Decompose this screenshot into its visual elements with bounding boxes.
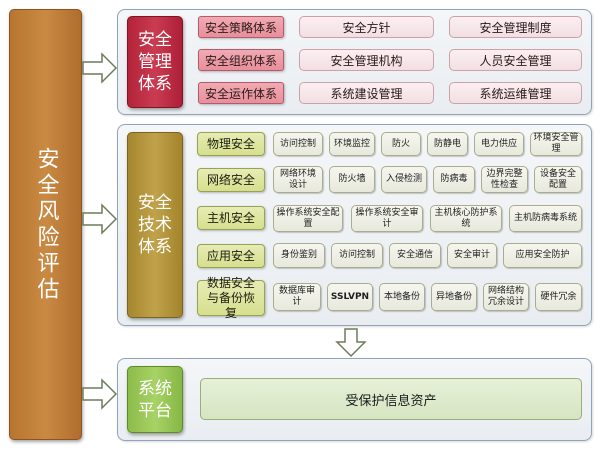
mgmt-item-management-org: 安全管理机构 [299, 49, 434, 71]
arrow-down-to-platform [335, 328, 367, 358]
tech-item: 边界完整性检查 [481, 166, 528, 193]
tech-item: 异地备份 [431, 283, 477, 311]
tech-row-label-network: 网络安全 [197, 168, 265, 192]
tech-item: 防火 [381, 132, 421, 156]
arrow-to-platform [82, 378, 118, 410]
arrow-to-technology [82, 203, 118, 235]
tech-item: 安全审计 [447, 243, 497, 268]
tech-item: 访问控制 [273, 132, 323, 156]
mgmt-item-management-rules: 安全管理制度 [449, 16, 582, 38]
tech-item: 防病毒 [433, 166, 475, 193]
tech-row-label-physical: 物理安全 [197, 132, 265, 156]
mgmt-row-label-strategy: 安全策略体系 [198, 16, 284, 38]
tech-item: 主机防病毒系统 [509, 205, 582, 232]
mgmt-row-label-organization: 安全组织体系 [198, 49, 284, 71]
tech-item: 操作系统安全配置 [273, 205, 343, 232]
tech-item: 环境安全管理 [530, 132, 582, 156]
tech-item: 身份鉴别 [273, 243, 325, 268]
protected-info-assets: 受保护信息资产 [200, 378, 582, 420]
tech-item: 访问控制 [331, 243, 383, 268]
arrow-to-management [82, 52, 118, 84]
tech-item: 应用安全防护 [503, 243, 582, 268]
system-platform-title: 系统平台 [127, 366, 183, 433]
mgmt-item-security-policy: 安全方针 [299, 16, 434, 38]
tech-item: 防静电 [427, 132, 468, 156]
tech-item: 硬件冗余 [535, 283, 582, 311]
mgmt-row-label-operation: 安全运作体系 [198, 82, 284, 104]
tech-item: 环境监控 [329, 132, 375, 156]
tech-item: 设备安全配置 [534, 166, 582, 193]
mgmt-item-personnel: 人员安全管理 [449, 49, 582, 71]
management-system-title: 安全管理体系 [127, 16, 183, 108]
mgmt-item-system-build: 系统建设管理 [299, 82, 434, 104]
tech-item: 安全通信 [389, 243, 441, 268]
tech-item: 网络环境设计 [273, 166, 323, 193]
risk-assessment-bar [9, 9, 82, 440]
tech-row-label-application: 应用安全 [197, 244, 265, 268]
tech-row-label-data-backup: 数据安全与备份恢复 [197, 276, 265, 320]
risk-assessment-title: 安全风险评估 [33, 146, 59, 303]
mgmt-item-system-ops: 系统运维管理 [449, 82, 582, 104]
technology-system-title: 安全技术体系 [127, 132, 183, 318]
tech-item: 主机核心防护系统 [430, 205, 502, 232]
management-title-text: 安全管理体系 [138, 30, 172, 94]
tech-item: 防火墙 [329, 166, 375, 193]
tech-item: 数据库审计 [273, 283, 321, 311]
tech-row-label-host: 主机安全 [197, 206, 265, 230]
tech-item: 网络结构冗余设计 [483, 283, 529, 311]
tech-item: 电力供应 [474, 132, 524, 156]
technology-title-text: 安全技术体系 [138, 193, 172, 257]
tech-item: 入侵检测 [381, 166, 427, 193]
tech-item: 本地备份 [379, 283, 425, 311]
platform-title-text: 系统平台 [138, 378, 172, 421]
tech-item: 操作系统安全审计 [351, 205, 423, 232]
tech-item: SSLVPN [327, 283, 373, 311]
